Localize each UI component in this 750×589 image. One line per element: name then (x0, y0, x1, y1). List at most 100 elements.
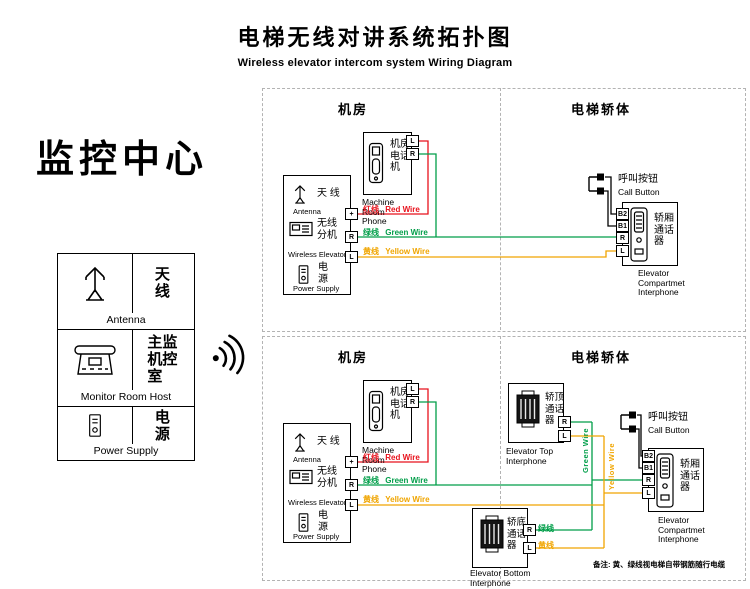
zone-top (262, 88, 746, 332)
yellow-wire-zh: 黄线 (363, 247, 379, 256)
zone-bottom (262, 336, 746, 581)
terminal-compartment-B2-top: B2 (616, 208, 629, 220)
terminal-wireless-R-top: R (345, 231, 358, 243)
terminal-wireless-L-top: L (345, 251, 358, 263)
green-wire-label-bottom: 绿线 Green Wire (363, 475, 428, 486)
red-wire-zh: 红线 (363, 453, 379, 462)
green-wire-vertical-label: Green Wire (581, 428, 590, 473)
green-wire-zh-bottom-interphone: 绿线 (538, 524, 554, 533)
terminal-phone-R-bottom: R (406, 396, 419, 408)
desk-phone-icon (58, 343, 132, 377)
red-wire-en: Red Wire (385, 205, 420, 214)
terminal-bottom-interphone-L: L (523, 542, 536, 554)
monitor-center-heading: 监控中心 (36, 139, 209, 181)
call-button-icon-bottom (620, 410, 638, 443)
antenna-icon (292, 430, 308, 459)
wireless-extension-zh: 无线分机 (317, 466, 337, 489)
page-subtitle: Wireless elevator intercom system Wiring… (237, 57, 513, 69)
terminal-compartment-L-top: L (616, 245, 629, 257)
zone-divider-top (500, 88, 501, 330)
wireless-elevator-en: Wireless Elevator (288, 498, 347, 507)
call-button-zh-bottom: 呼叫按钮 (648, 412, 688, 423)
green-wire-en: Green Wire (385, 228, 428, 237)
antenna-icon (58, 264, 132, 302)
terminal-wireless-L-bottom: L (345, 499, 358, 511)
interphone-panel-icon (630, 207, 648, 267)
wireless-power-zh: 电源 (318, 262, 328, 285)
wireless-power-zh: 电源 (318, 510, 328, 533)
bottom-interphone-en: Elevator Bottom Interphone (470, 568, 531, 588)
terminal-top-interphone-R: R (558, 416, 571, 428)
terminal-phone-L-bottom: L (406, 383, 419, 395)
bottom-interphone-box: 轿底通话器 (472, 508, 528, 568)
monitor-antenna-zh: 天线 (154, 266, 170, 301)
power-supply-icon (58, 412, 132, 439)
antenna-icon (292, 182, 308, 211)
terminal-compartment-R-bottom: R (642, 474, 655, 486)
call-button-en-top: Call Button (618, 187, 660, 197)
machine-room-phone-box-top: 机房电话机 (363, 132, 412, 195)
wireless-elevator-en: Wireless Elevator (288, 250, 347, 259)
monitor-center-box: 天线 Antenna 主监机控室 Monitor Room Host (57, 253, 195, 461)
elevator-body-label-top: 电梯轿体 (571, 102, 632, 117)
wireless-power-en: Power Supply (293, 284, 340, 293)
wireless-antenna-en: Antenna (293, 207, 321, 216)
footnote: 备注: 黄、绿线视电梯自带钢筋随行电缆 (593, 560, 726, 569)
terminal-wireless-plus-top: + (345, 208, 358, 220)
compartment-interphone-box-bottom: 轿厢通话器 (648, 448, 704, 512)
yellow-wire-zh: 黄线 (363, 495, 379, 504)
wireless-extension-zh: 无线分机 (317, 218, 337, 241)
yellow-wire-en: Yellow Wire (385, 495, 430, 504)
top-interphone-box: 轿顶通话器 (508, 383, 564, 443)
yellow-wire-label-top: 黄线 Yellow Wire (363, 246, 430, 257)
terminal-compartment-B1-bottom: B1 (642, 462, 655, 474)
compartment-interphone-zh-bottom: 轿厢通话器 (680, 459, 700, 493)
terminal-compartment-L-bottom: L (642, 487, 655, 499)
terminal-wireless-R-bottom: R (345, 479, 358, 491)
monitor-power-row: 电源 Power Supply (58, 407, 194, 460)
wireless-antenna-zh: 天 线 (317, 188, 340, 199)
yellow-wire-en: Yellow Wire (385, 247, 430, 256)
speaker-icon (515, 390, 541, 433)
monitor-host-row: 主监机控室 Monitor Room Host (58, 329, 194, 408)
terminal-phone-R-top: R (406, 148, 419, 160)
yellow-wire-zh-bottom-interphone: 黄线 (538, 541, 554, 550)
wireless-elevator-box-bottom: 天 线 Antenna 无线分机 Wireless Elevator 电源 Po… (283, 423, 351, 543)
call-button-zh-top: 呼叫按钮 (618, 174, 658, 185)
interphone-panel-icon (656, 453, 674, 513)
green-wire-en: Green Wire (385, 476, 428, 485)
power-supply-icon (297, 512, 310, 538)
red-wire-label-bottom: 红线 Red Wire (363, 452, 420, 463)
monitor-power-zh: 电源 (154, 408, 170, 443)
wireless-elevator-box-top: 天 线 Antenna 无线分机 Wireless Elevator 电源 Po… (283, 175, 351, 295)
yellow-wire-label-bottom: 黄线 Yellow Wire (363, 494, 430, 505)
wireless-antenna-zh: 天 线 (317, 436, 340, 447)
terminal-compartment-B2-bottom: B2 (642, 450, 655, 462)
speaker-icon (479, 515, 505, 558)
wall-phone-icon (368, 142, 384, 189)
page-title: 电梯无线对讲系统拓扑图 (237, 25, 513, 50)
compartment-interphone-box-top: 轿厢通话器 (622, 202, 678, 266)
green-wire-label-top: 绿线 Green Wire (363, 227, 428, 238)
monitor-power-en: Power Supply (93, 445, 159, 457)
terminal-compartment-R-top: R (616, 232, 629, 244)
machine-room-label-top: 机房 (338, 102, 369, 117)
wireless-antenna-en: Antenna (293, 455, 321, 464)
terminal-bottom-interphone-R: R (523, 524, 536, 536)
yellow-wire-vertical-label: Yellow Wire (607, 443, 616, 491)
top-interphone-en: Elevator Top Interphone (506, 446, 554, 466)
wireless-power-en: Power Supply (293, 532, 340, 541)
diagram-header: 电梯无线对讲系统拓扑图 Wireless elevator intercom s… (160, 20, 590, 69)
wireless-extension-icon (289, 221, 313, 242)
wall-phone-icon (368, 390, 384, 437)
compartment-interphone-zh-top: 轿厢通话器 (654, 213, 674, 247)
terminal-compartment-B1-top: B1 (616, 220, 629, 232)
compartment-interphone-en-bottom: Elevator Compartmet Interphone (658, 515, 705, 544)
red-wire-zh: 红线 (363, 205, 379, 214)
compartment-interphone-en-top: Elevator Compartmet Interphone (638, 268, 685, 297)
terminal-top-interphone-L: L (558, 430, 571, 442)
call-button-en-bottom: Call Button (648, 425, 690, 435)
monitor-host-zh: 主监机控室 (147, 334, 178, 386)
power-supply-icon (297, 264, 310, 290)
